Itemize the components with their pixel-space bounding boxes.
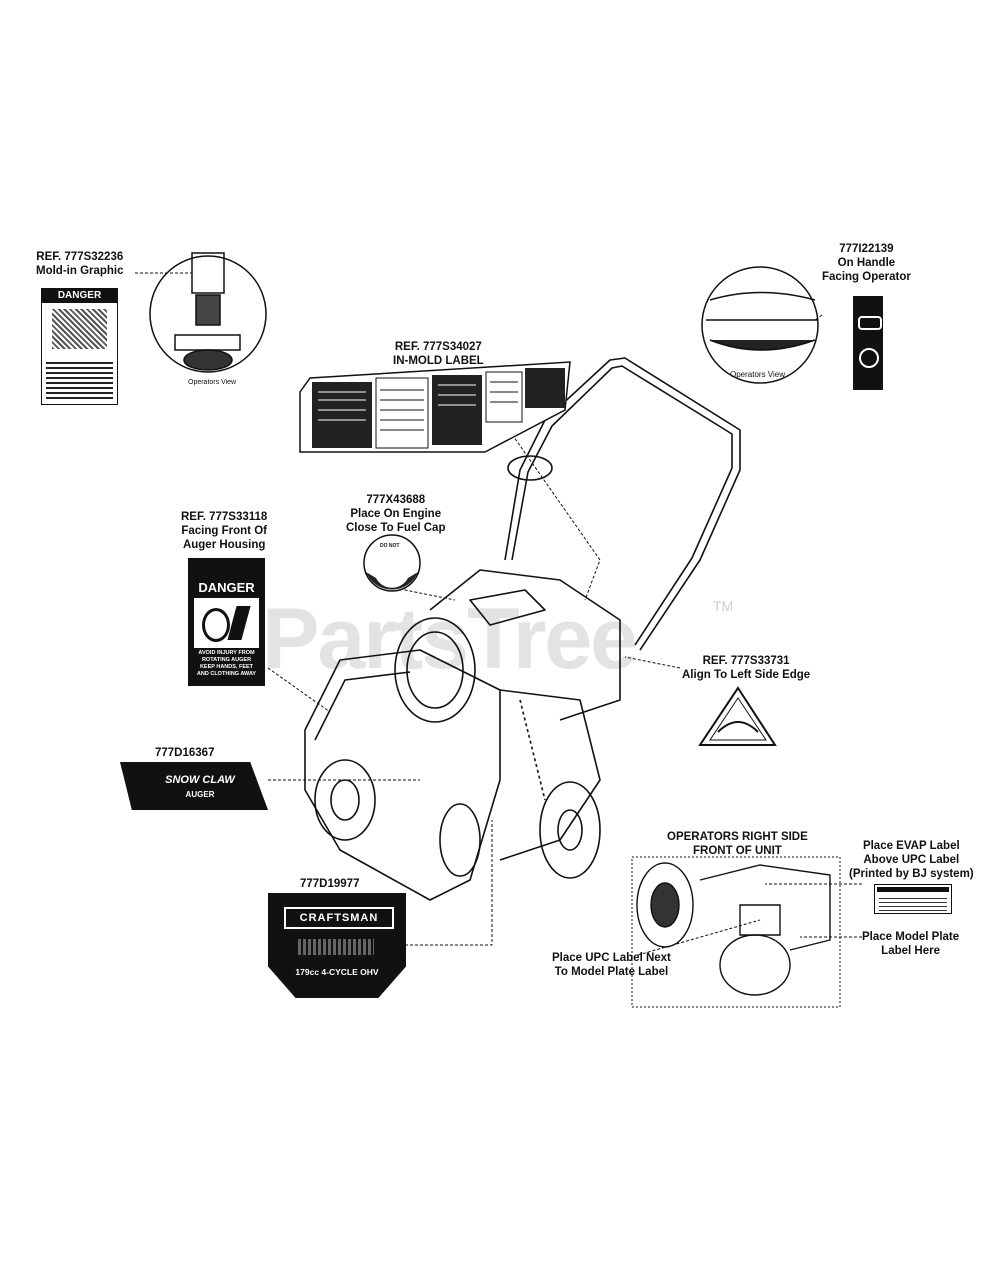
callout-handle-ref: 777I22139 <box>839 243 894 255</box>
snow-claw-label: SNOW CLAW AUGER <box>120 762 268 810</box>
callout-handle-desc-2: Facing Operator <box>822 271 911 283</box>
callout-in-mold-desc: IN-MOLD LABEL <box>393 355 484 367</box>
callout-handle-desc-1: On Handle <box>837 257 896 269</box>
callout-evap-3: (Printed by BJ system) <box>849 868 974 880</box>
callout-upc-1: Place UPC Label Next <box>552 952 671 964</box>
callout-mold-in-desc: Mold-in Graphic <box>36 265 124 277</box>
engine-desc-text: 179cc 4-CYCLE OHV <box>295 967 379 977</box>
callout-auger-desc-1: Facing Front Of <box>181 525 267 537</box>
danger-small-text-block <box>46 359 113 399</box>
callout-auger-ref: REF. 777S33118 <box>181 511 268 523</box>
callout-model-plate-2: Label Here <box>881 945 940 957</box>
callout-evap-1: Place EVAP Label <box>862 840 960 852</box>
callout-right-side-line-2: FRONT OF UNIT <box>693 845 782 857</box>
operators-view-caption-2: Operators View <box>730 370 785 379</box>
watermark-trademark: TM <box>713 598 734 614</box>
callout-mold-in-ref: REF. 777S32236 <box>36 251 124 263</box>
handle-decal-dial-icon <box>859 348 879 368</box>
evap-label <box>874 884 952 914</box>
callout-engine: 777X43688 Place On Engine Close To Fuel … <box>346 493 445 535</box>
danger-warning-4: AND CLOTHING AWAY <box>196 671 257 677</box>
danger-big-text: DANGER <box>198 580 255 595</box>
callout-engine-desc-2: Close To Fuel Cap <box>346 522 446 534</box>
danger-small-text: DANGER <box>42 289 117 303</box>
danger-small-pictogram <box>52 309 107 349</box>
danger-warning-block: AVOID INJURY FROM ROTATING AUGER KEEP HA… <box>192 650 261 678</box>
callout-craftsman-ref: 777D19977 <box>300 878 360 890</box>
danger-warning-3: KEEP HANDS, FEET <box>199 664 254 670</box>
callout-left-side-desc: Align To Left Side Edge <box>682 669 811 681</box>
callout-handle: 777I22139 On Handle Facing Operator <box>822 242 911 284</box>
hand-icon <box>227 606 251 640</box>
callout-model-plate-1: Place Model Plate <box>862 931 960 943</box>
craftsman-logo-text: CRAFTSMAN <box>284 907 394 929</box>
auger-danger-pictogram <box>194 598 259 648</box>
callout-engine-desc-1: Place On Engine <box>350 508 442 520</box>
evap-label-text-block <box>879 895 947 911</box>
danger-label-small: DANGER <box>41 288 118 405</box>
callout-evap-2: Above UPC Label <box>863 854 960 866</box>
callout-auger-housing: REF. 777S33118 Facing Front Of Auger Hou… <box>181 510 267 552</box>
snow-claw-text: SNOW CLAW <box>165 774 235 786</box>
callout-upc: Place UPC Label Next To Model Plate Labe… <box>552 951 671 979</box>
engine-spec-graphic <box>298 939 374 955</box>
callout-left-side: REF. 777S33731 Align To Left Side Edge <box>682 654 810 682</box>
danger-warning-1: AVOID INJURY FROM <box>198 650 255 656</box>
callout-right-side-line-1: OPERATORS RIGHT SIDE <box>667 831 808 843</box>
watermark-brand: PartsTree <box>262 591 638 687</box>
handle-decal-icon <box>858 316 882 330</box>
callout-upc-2: To Model Plate Label <box>554 966 669 978</box>
callout-in-mold-ref: REF. 777S34027 <box>394 341 482 353</box>
callout-left-side-ref: REF. 777S33731 <box>702 655 790 667</box>
engine-decal-text: DO NOT <box>380 543 400 549</box>
danger-label-auger: DANGER AVOID INJURY FROM ROTATING AUGER … <box>188 558 265 686</box>
handle-decal <box>853 296 883 390</box>
callout-right-side-header: OPERATORS RIGHT SIDE FRONT OF UNIT <box>667 830 808 858</box>
callout-auger-desc-2: Auger Housing <box>182 539 266 551</box>
craftsman-label: CRAFTSMAN 179cc 4-CYCLE OHV <box>268 893 406 998</box>
callout-engine-ref: 777X43688 <box>366 494 426 506</box>
callout-in-mold-label: REF. 777S34027 IN-MOLD LABEL <box>393 340 484 368</box>
evap-label-header <box>877 887 949 892</box>
callout-model-plate: Place Model Plate Label Here <box>862 930 959 958</box>
danger-warning-2: ROTATING AUGER <box>201 657 252 663</box>
callout-snow-claw-ref: 777D16367 <box>155 747 215 759</box>
operators-view-caption-1: Operators View <box>188 379 237 386</box>
callout-mold-in-graphic: REF. 777S32236 Mold-in Graphic <box>36 250 124 278</box>
snow-claw-auger-text: AUGER <box>185 790 215 799</box>
callout-evap: Place EVAP Label Above UPC Label (Printe… <box>849 839 974 881</box>
auger-icon <box>202 608 230 642</box>
